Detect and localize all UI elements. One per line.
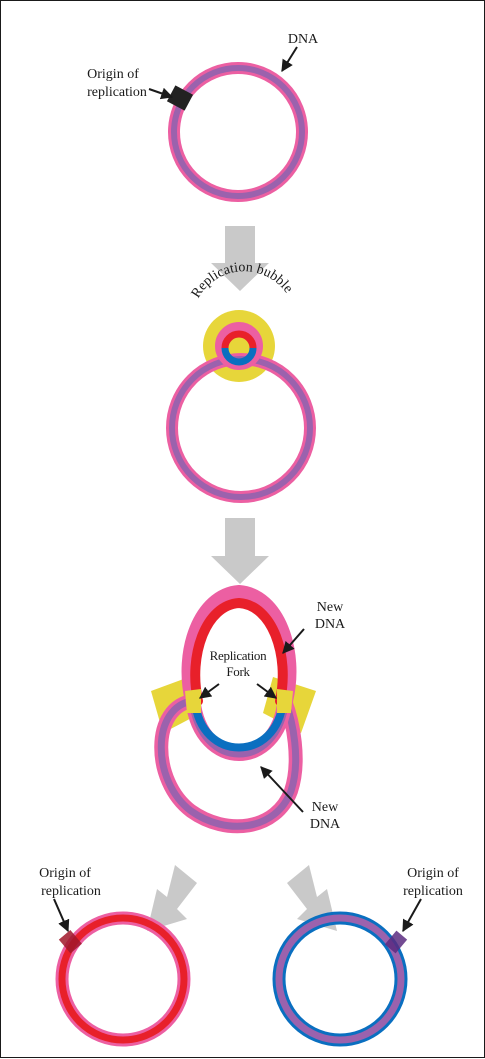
new-dna-bottom-label-line1: New: [312, 800, 339, 815]
new-dna-bottom-pointer-arrow: [260, 766, 304, 813]
daughter-molecule-left: Origin of replication: [39, 866, 191, 1047]
dna-pointer-arrow: [281, 46, 298, 73]
stage-arrow-down-1: [211, 226, 269, 291]
fork-yellow-right: [277, 689, 293, 713]
daughter-molecule-right: Origin of replication: [272, 866, 463, 1047]
origin-label-line2: replication: [87, 85, 147, 100]
stage-2-replication-bubble: Replication bubble: [166, 260, 316, 503]
replication-fork-label-line2: Fork: [226, 664, 250, 679]
bubble-new-strand-blue: [221, 347, 257, 366]
middle-loop-new-dna-blue: [191, 697, 287, 752]
fork-right-pointer-arrow: [256, 683, 277, 699]
stage-arrow-down-2: [211, 518, 269, 584]
origin-left-pointer-arrow: [53, 898, 70, 933]
stage-3-replication-forks: New DNA Replication Fork New DNA: [151, 584, 346, 834]
daughter-left-origin-mark: [58, 929, 82, 954]
origin-label-line1: Origin of: [87, 67, 139, 82]
parent-dna-ring-inner: [171, 65, 305, 199]
origin-left-label-line1: Origin of: [39, 866, 91, 881]
new-dna-top-label-line2: DNA: [315, 617, 346, 632]
daughter-left-ring-new-red: [58, 914, 188, 1044]
upper-loop-new-dna-red: [190, 597, 288, 706]
bubble-center-yellow: [235, 342, 243, 352]
fork-left-pointer-arrow: [199, 683, 220, 699]
new-dna-top-pointer-arrow: [282, 628, 305, 654]
origin-right-label-line1: Origin of: [407, 866, 459, 881]
daughter-right-origin-mark: [384, 930, 408, 954]
new-dna-top-label-line1: New: [317, 600, 344, 615]
stage-1-circular-dna: DNA Origin of replication: [87, 32, 319, 202]
bubble-new-strand-red: [221, 330, 257, 349]
origin-right-label-line2: replication: [403, 884, 463, 899]
dna-label: DNA: [288, 32, 319, 47]
origin-right-pointer-arrow: [402, 898, 422, 933]
origin-pointer-arrow: [148, 87, 174, 100]
daughter-right-ring-inner-purple: [275, 914, 405, 1044]
replication-fork-label-line1: Replication: [210, 648, 267, 663]
fork-yellow-left: [185, 689, 201, 713]
new-dna-bottom-label-line2: DNA: [310, 817, 341, 832]
origin-of-replication-mark: [166, 85, 194, 111]
upper-loop-parent-outer: [181, 584, 297, 709]
stage-arrow-down-left: [147, 865, 197, 931]
lower-loop-parent-inner: [157, 697, 300, 830]
origin-left-label-line2: replication: [41, 884, 101, 899]
